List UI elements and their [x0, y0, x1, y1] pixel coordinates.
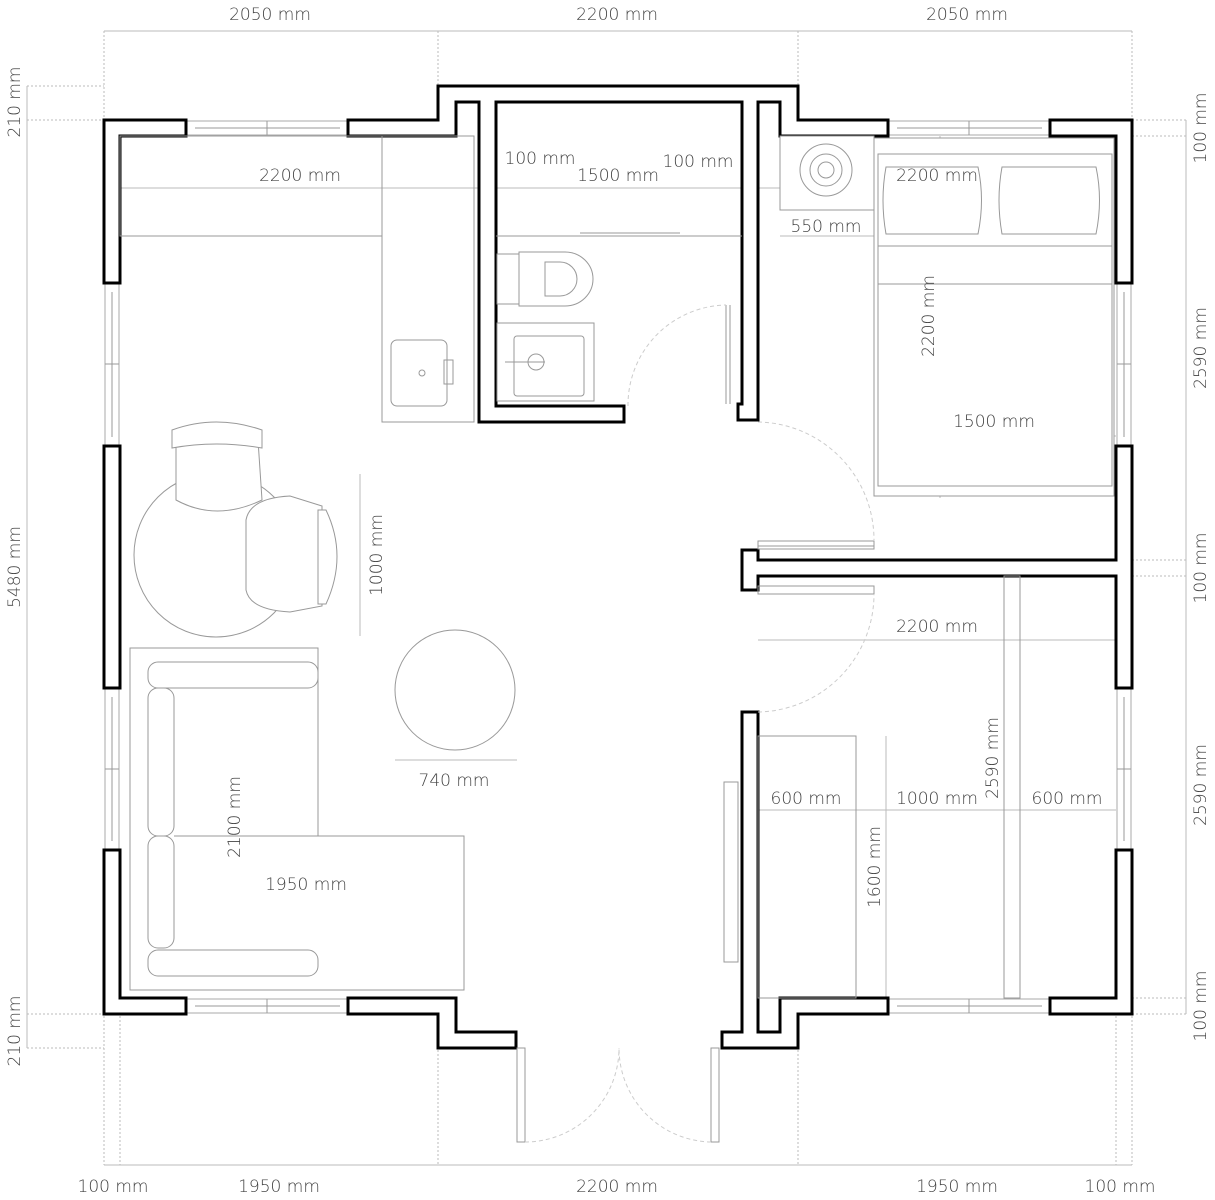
- dim-left-1: 210 mm: [5, 67, 25, 138]
- dim-bed2-length: 1600 mm: [865, 826, 885, 908]
- dim-sofa-width: 1950 mm: [265, 875, 347, 895]
- chair: [171, 421, 263, 449]
- wall-bottom-left-corner: [102, 848, 188, 1016]
- dim-bedroom2-right: 600 mm: [1032, 789, 1103, 809]
- bathroom-door-swing: [627, 304, 727, 407]
- dim-bottom-3: 2200 mm: [576, 1177, 658, 1197]
- dim-top-2: 2200 mm: [576, 5, 658, 25]
- dim-bottom-1: 100 mm: [78, 1177, 149, 1197]
- dim-bottom-5: 100 mm: [1085, 1177, 1156, 1197]
- wall-bottom-right-corner: [1048, 848, 1134, 1016]
- dimension-labels: 2050 mm 2200 mm 2050 mm 100 mm 1950 mm 2…: [5, 5, 1211, 1197]
- dim-top-3: 2050 mm: [926, 5, 1008, 25]
- dim-right-3: 100 mm: [1191, 533, 1211, 604]
- dim-sofa-length: 2100 mm: [225, 776, 245, 858]
- wall-left-middle: [102, 444, 122, 690]
- dim-bedroom2-left: 600 mm: [771, 789, 842, 809]
- sofa: [129, 647, 465, 991]
- wall-bottom-left: [346, 996, 518, 1050]
- coffee-table: [394, 629, 516, 751]
- dim-dining-table: 1000 mm: [367, 514, 387, 596]
- dim-bedroom2-width: 2200 mm: [896, 617, 978, 637]
- dim-left-2: 5480 mm: [5, 526, 25, 608]
- dim-bed1-top: 2200 mm: [896, 166, 978, 186]
- dim-nightstand: 550 mm: [791, 217, 862, 237]
- pillow: [998, 166, 1100, 235]
- wall-corridor-right: [720, 710, 890, 1050]
- dim-right-5: 100 mm: [1191, 971, 1211, 1042]
- entrance-doors: [516, 1047, 720, 1143]
- dim-bed1-width: 1500 mm: [953, 412, 1035, 432]
- wall-bathroom-block: [346, 84, 890, 424]
- l-shaped-sofa: [129, 647, 465, 991]
- dim-coffee-table: 740 mm: [419, 771, 490, 791]
- dim-left-3: 210 mm: [5, 996, 25, 1067]
- kitchen-counter: [119, 135, 475, 423]
- dim-bottom-2: 1950 mm: [238, 1177, 320, 1197]
- dim-bedroom2-mid: 1000 mm: [896, 789, 978, 809]
- dim-bath-width: 1500 mm: [577, 166, 659, 186]
- dim-bottom-4: 1950 mm: [916, 1177, 998, 1197]
- dim-bed1-length: 2200 mm: [919, 275, 939, 357]
- dim-right-2: 2590 mm: [1191, 307, 1211, 389]
- dim-top-1: 2050 mm: [229, 5, 311, 25]
- windows: [104, 120, 1132, 1014]
- nightstand: [779, 135, 875, 211]
- furniture: [119, 135, 1115, 1143]
- bedroom2-door-swing: [757, 593, 875, 713]
- bathroom-fixtures: [496, 135, 1115, 999]
- dim-bath-wall-left: 100 mm: [505, 149, 576, 169]
- dim-right-1: 100 mm: [1191, 93, 1211, 164]
- chair: [245, 495, 323, 613]
- bathroom-sink: [513, 335, 585, 397]
- pillow: [882, 166, 982, 235]
- bedroom1-door-swing: [757, 421, 875, 541]
- dim-kitchen-counter: 2200 mm: [259, 166, 341, 186]
- dim-right-4: 2590 mm: [1191, 744, 1211, 826]
- walls: [102, 84, 1134, 1050]
- toilet: [518, 251, 594, 307]
- wall-top-left: [102, 118, 188, 285]
- dim-bedroom2-length: 2590 mm: [983, 717, 1003, 799]
- dining-set: [133, 421, 338, 638]
- dim-bath-wall-right: 100 mm: [663, 152, 734, 172]
- wall-top-right: [1048, 118, 1134, 285]
